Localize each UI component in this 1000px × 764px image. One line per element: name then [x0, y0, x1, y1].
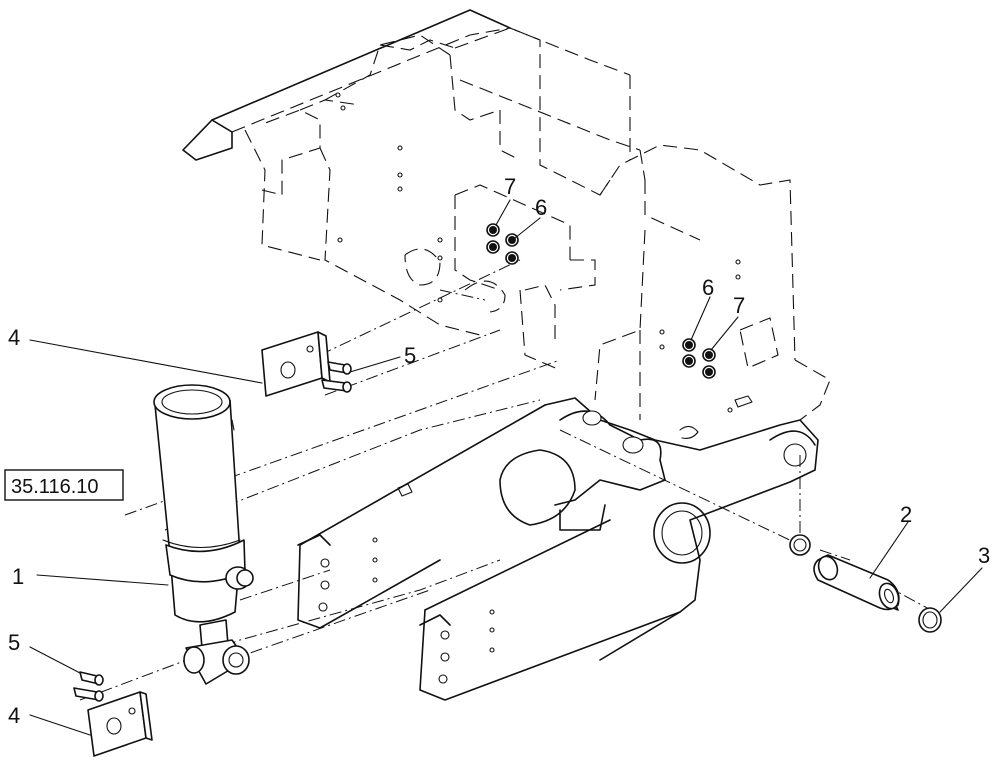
callout-2: 2	[900, 502, 912, 527]
section-reference-label: 35.116.10	[11, 476, 99, 498]
fasteners-upper	[486, 223, 519, 265]
callout-7-upper: 7	[504, 174, 516, 199]
section-reference[interactable]: 35.116.10	[4, 469, 124, 501]
retainer-plate-bottom	[87, 691, 153, 757]
callout-4-bottom: 4	[8, 703, 20, 728]
callout-5-top: 5	[404, 343, 416, 368]
loader-frame-outline	[182, 9, 831, 421]
callout-4-top: 4	[8, 325, 20, 350]
snap-ring-left	[789, 534, 811, 556]
retainer-plate-top	[261, 331, 331, 397]
hydraulic-cylinder	[153, 384, 254, 685]
fasteners-lower	[682, 338, 716, 379]
callout-6-upper: 6	[535, 195, 547, 220]
bolts-bottom	[73, 671, 104, 702]
alignment-center-lines	[79, 259, 941, 701]
snap-ring-right	[918, 607, 942, 633]
bolts-top	[321, 361, 352, 393]
callout-1: 1	[12, 564, 24, 589]
leader-lines	[29, 199, 983, 736]
section-reference-box[interactable]	[4, 469, 124, 501]
callout-3: 3	[978, 543, 990, 568]
pivot-pin	[813, 554, 900, 611]
callout-7-lower: 7	[733, 293, 745, 318]
callout-6-lower: 6	[702, 275, 714, 300]
callout-5-bottom: 5	[8, 630, 20, 655]
lift-arm-assembly	[297, 395, 819, 701]
